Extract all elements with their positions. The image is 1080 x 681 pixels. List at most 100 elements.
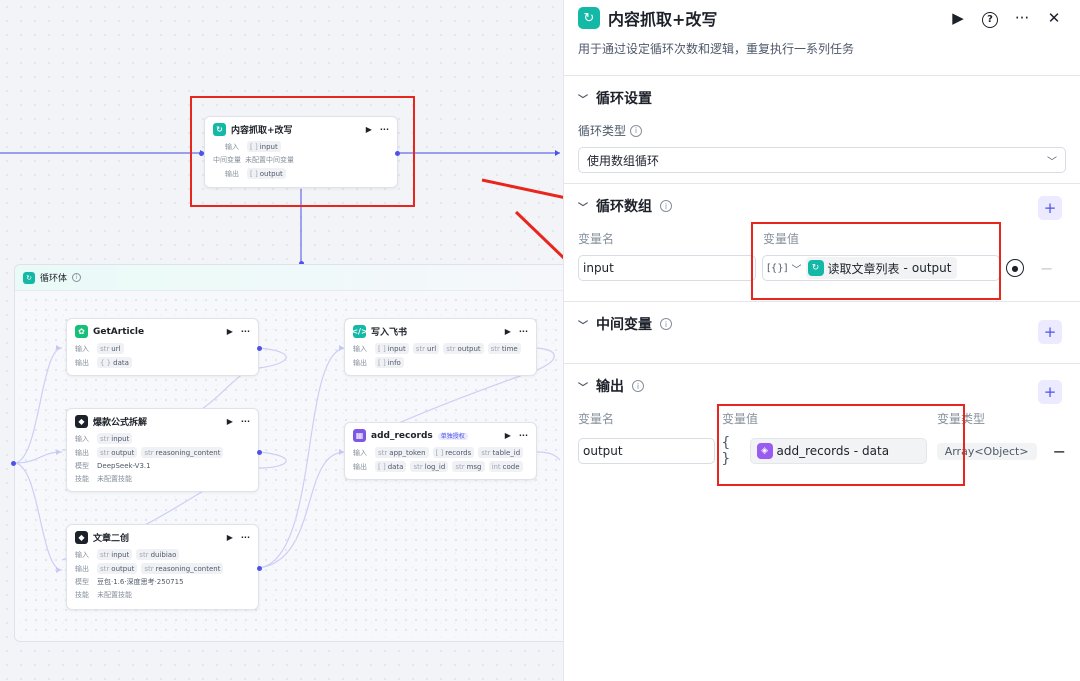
info-icon: i xyxy=(660,318,672,330)
run-icon[interactable]: ▶ xyxy=(226,417,233,426)
close-icon[interactable]: ✕ xyxy=(1047,9,1061,27)
input-tag: [ ]input xyxy=(247,141,281,152)
info-icon: i xyxy=(660,200,672,212)
value-type-glyph: { } xyxy=(721,435,731,467)
run-icon[interactable]: ▶ xyxy=(365,125,372,134)
help-icon[interactable]: ? xyxy=(978,8,1002,28)
port-in[interactable] xyxy=(199,151,204,156)
more-icon[interactable]: ··· xyxy=(518,431,528,440)
output-var-value[interactable]: ◈add_records - data xyxy=(749,438,927,464)
chevron-down-icon[interactable]: ﹀ xyxy=(791,264,802,276)
code-icon: </> xyxy=(351,325,368,338)
group-title: 循环体 xyxy=(40,274,68,284)
chevron-down-icon: ﹀ xyxy=(1047,156,1057,168)
array-var-value[interactable]: [{}] ﹀ ↻读取文章列表 - output xyxy=(762,255,1000,281)
more-icon[interactable]: ··· xyxy=(1014,9,1030,27)
remove-icon[interactable]: − xyxy=(1052,441,1066,461)
skill-label: 技能 xyxy=(75,475,89,483)
add-array-button[interactable]: + xyxy=(1038,196,1062,220)
port-out[interactable] xyxy=(395,151,400,156)
chevron-down-icon[interactable]: ﹀ xyxy=(578,94,588,106)
node-settings-panel: ↻ 内容抓取+改写 ▶ ? ··· ✕ 用于通过设定循环次数和逻辑，重复执行一系… xyxy=(563,0,1080,681)
chevron-down-icon[interactable]: ﹀ xyxy=(578,320,588,332)
mid-value: 未配置中间变量 xyxy=(245,156,294,164)
more-icon[interactable]: ··· xyxy=(518,327,528,336)
info-icon: i xyxy=(632,380,644,392)
port-out[interactable] xyxy=(257,346,262,351)
info-icon: i xyxy=(630,124,643,137)
plugin-cube-icon: ◈ xyxy=(756,443,773,459)
loop-icon: ↻ xyxy=(23,271,35,284)
section-heading: 循环设置 xyxy=(596,91,652,107)
run-icon[interactable]: ▶ xyxy=(504,327,511,336)
output-label: 输出 xyxy=(75,564,89,573)
add-mid-var-button[interactable]: + xyxy=(1038,320,1062,344)
llm-icon: ◆ xyxy=(75,531,88,544)
model-value: 豆包·1.6·深度思考·250715 xyxy=(97,578,184,586)
output-label: 输出 xyxy=(75,358,89,367)
chevron-down-icon[interactable]: ﹀ xyxy=(578,382,588,394)
panel-title[interactable]: 内容抓取+改写 xyxy=(608,10,718,29)
plugin-icon: ▦ xyxy=(353,429,366,442)
ref-chip[interactable]: ↻读取文章列表 - output xyxy=(805,257,958,279)
remove-icon[interactable]: − xyxy=(1040,258,1054,278)
loop-type-select[interactable]: 使用数组循环﹀ xyxy=(578,147,1066,173)
input-label: 输入 xyxy=(225,142,239,151)
model-value: DeepSeek-V3.1 xyxy=(97,462,151,470)
run-icon[interactable]: ▶ xyxy=(952,9,964,27)
section-heading: 中间变量 xyxy=(596,317,652,333)
port-loop[interactable] xyxy=(299,261,304,266)
add-output-button[interactable]: + xyxy=(1038,380,1062,404)
ref-chip[interactable]: ◈add_records - data xyxy=(755,440,896,462)
loop-node[interactable]: ↻ 内容抓取+改写 ▶··· 输入[ ]input 中间变量未配置中间变量 输出… xyxy=(204,116,398,188)
auth-badge[interactable]: 单独授权 xyxy=(437,432,468,440)
more-icon[interactable]: ··· xyxy=(240,533,250,542)
run-icon[interactable]: ▶ xyxy=(504,431,511,440)
output-label: 输出 xyxy=(353,358,367,367)
col-value: 变量值 xyxy=(763,232,800,246)
chevron-down-icon[interactable]: ﹀ xyxy=(578,202,588,214)
array-var-name-input[interactable]: input xyxy=(578,255,756,281)
input-label: 输入 xyxy=(75,344,89,353)
output-tag: { }data xyxy=(97,357,132,368)
more-icon[interactable]: ··· xyxy=(240,417,250,426)
col-type: 变量类型 xyxy=(937,412,986,426)
port-out[interactable] xyxy=(257,566,262,571)
more-icon[interactable]: ··· xyxy=(240,327,250,336)
more-icon[interactable]: ··· xyxy=(379,125,389,134)
group-port[interactable] xyxy=(11,461,16,466)
llm-icon: ◆ xyxy=(75,415,88,428)
skill-value: 未配置技能 xyxy=(97,475,132,483)
input-tag: [ ]input xyxy=(375,343,409,354)
output-var-name-input[interactable]: output xyxy=(578,438,716,464)
section-heading: 循环数组 xyxy=(596,199,652,215)
input-label: 输入 xyxy=(75,434,89,443)
run-icon[interactable]: ▶ xyxy=(226,327,233,336)
port-out[interactable] xyxy=(257,450,262,455)
node-title: 写入飞书 xyxy=(371,328,408,338)
openai-icon: ✿ xyxy=(75,325,88,338)
run-icon[interactable]: ▶ xyxy=(226,533,233,542)
info-icon: i xyxy=(72,273,82,282)
node-title: 文章二创 xyxy=(93,534,130,544)
target-icon[interactable]: ● xyxy=(1006,259,1024,277)
